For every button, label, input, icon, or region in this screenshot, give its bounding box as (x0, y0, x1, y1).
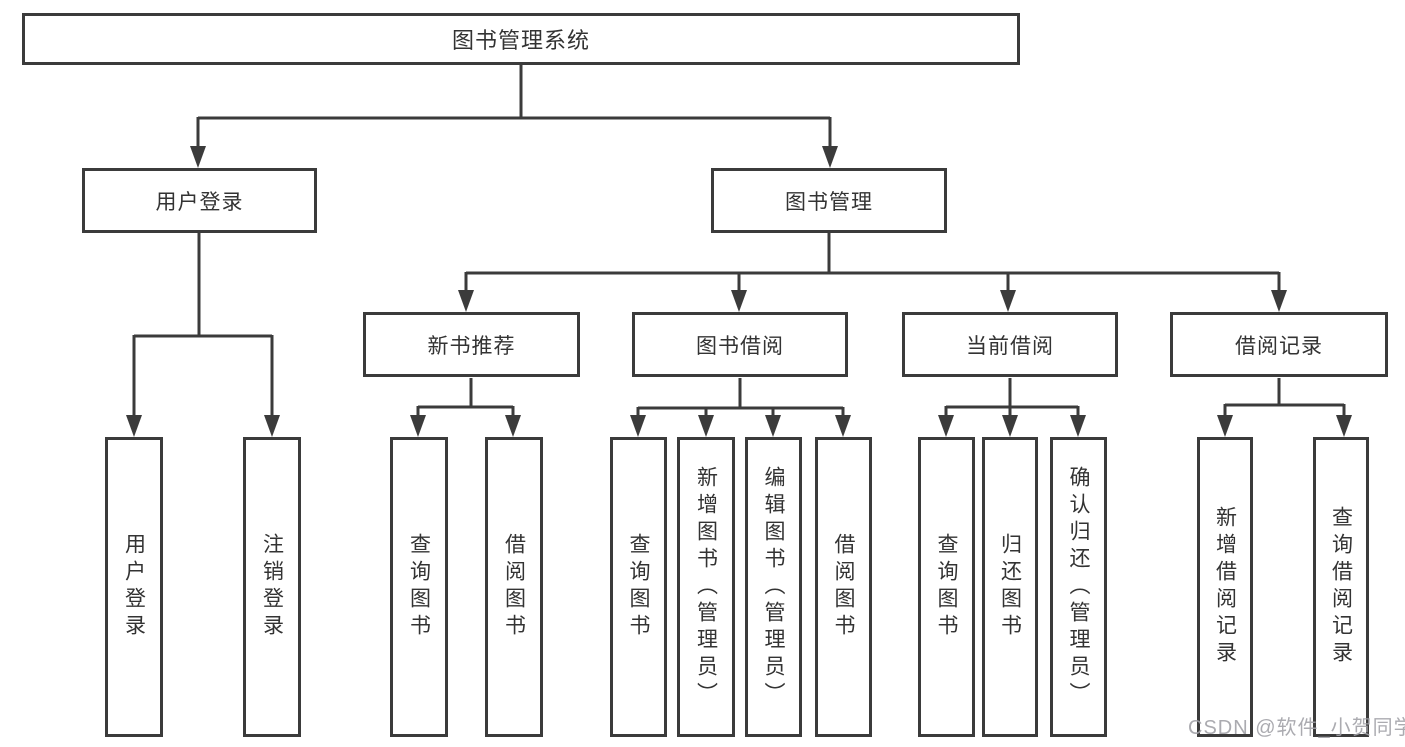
leaf-label: 查询图书 (627, 533, 650, 641)
leaf-label: 确认归还（管理员） (1067, 465, 1090, 709)
leaf-query-borrow-record: 查询借阅记录 (1313, 437, 1369, 737)
leaf-label: 借阅图书 (502, 533, 526, 641)
leaf-edit-books-admin: 编辑图书（管理员） (745, 437, 802, 737)
leaf-query-books-recommend: 查询图书 (390, 437, 448, 737)
leaf-borrow-books-recommend: 借阅图书 (485, 437, 543, 737)
leaf-label: 注销登录 (260, 533, 284, 641)
leaf-return-books: 归还图书 (982, 437, 1038, 737)
leaf-label: 查询图书 (407, 533, 431, 641)
node-book-management: 图书管理 (711, 168, 947, 233)
leaf-label: 新增图书（管理员） (694, 465, 718, 709)
node-new-book-recommendation: 新书推荐 (363, 312, 580, 377)
leaf-label: 查询图书 (935, 533, 958, 641)
leaf-add-borrow-record: 新增借阅记录 (1197, 437, 1253, 737)
leaf-add-books-admin: 新增图书（管理员） (677, 437, 735, 737)
node-borrowing-records: 借阅记录 (1170, 312, 1388, 377)
leaf-label: 借阅图书 (832, 533, 855, 641)
leaf-confirm-return-admin: 确认归还（管理员） (1050, 437, 1107, 737)
leaf-user-login: 用户登录 (105, 437, 163, 737)
leaf-label: 新增借阅记录 (1213, 506, 1237, 668)
leaf-label: 编辑图书（管理员） (762, 465, 785, 709)
node-current-borrowing: 当前借阅 (902, 312, 1118, 377)
watermark: CSDN @软件_小贺同学 (1188, 717, 1405, 739)
leaf-label: 查询借阅记录 (1329, 506, 1353, 668)
node-user-login: 用户登录 (82, 168, 317, 233)
leaf-query-books-borrow: 查询图书 (610, 437, 667, 737)
leaf-label: 归还图书 (998, 533, 1022, 641)
leaf-query-books-current: 查询图书 (918, 437, 975, 737)
leaf-label: 用户登录 (122, 533, 146, 641)
leaf-borrow-books: 借阅图书 (815, 437, 872, 737)
node-book-borrowing: 图书借阅 (632, 312, 848, 377)
node-library-management-system: 图书管理系统 (22, 13, 1020, 65)
leaf-logout: 注销登录 (243, 437, 301, 737)
